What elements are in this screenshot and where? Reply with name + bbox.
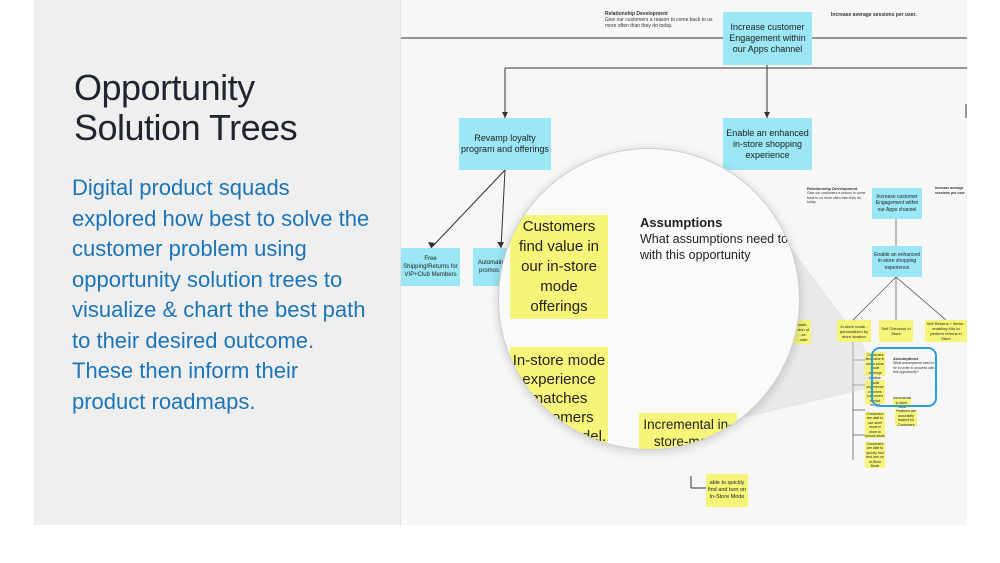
magnified-sticky-value[interactable]: Customers find value in our in-store mod… [510, 215, 608, 319]
root-node[interactable]: Increase customer Engagement within our … [723, 12, 812, 65]
board-header-label: Relationship Development [605, 11, 668, 17]
mini-header-label: Relationship Development [807, 186, 858, 191]
slide-description: Digital product squads explored how best… [72, 175, 370, 414]
highlight-ring [871, 347, 937, 407]
mini-assumptions-heading: Assumptions [893, 356, 919, 361]
board-metric-label: Increase average sessions per user. [831, 12, 917, 18]
mini-root-node[interactable]: Increase customer Engagement within our … [872, 188, 922, 219]
mini-opportunity-node[interactable]: Enable an enhanced in-store shopping exp… [872, 246, 922, 277]
magnified-assumptions-text: What assumptions need to proceed with th… [640, 232, 799, 262]
mini-sticky-unlock-deals[interactable]: Customers are able to use store mode in … [865, 411, 885, 438]
opportunity-loyalty-node[interactable]: Revamp loyalty program and offerings [459, 118, 551, 170]
slide-title-line-2: Solution Trees [74, 107, 298, 148]
mini-sticky-tracked[interactable]: Features are accurately tracked for Cust… [895, 409, 917, 427]
mini-header-text: Give our customers a reason to come back… [807, 191, 866, 204]
solution-shipping-node[interactable]: Free Shipping/Returns for VIP+Club Membe… [401, 248, 460, 286]
left-panel: Opportunity Solution Trees Digital produ… [34, 0, 400, 525]
slide-title: Opportunity Solution Trees [74, 67, 298, 148]
mini-solution-instore-mode[interactable]: In-store mode - personalized by store lo… [837, 320, 871, 342]
mini-solution-self-checkout[interactable]: Self Checkout In Store [879, 320, 913, 342]
magnified-assumptions-heading: Assumptions [640, 215, 723, 230]
sticky-find-instore-mode[interactable]: able to quickly find and turn on In-Stor… [706, 474, 748, 507]
magnified-sticky-experience[interactable]: In-store mode experience matches custome… [510, 347, 608, 449]
mini-solution-self-returns[interactable]: Self Returns + Items - enabling Kits to … [925, 320, 967, 342]
whiteboard-canvas[interactable]: Relationship Development Give our custom… [400, 0, 967, 525]
mini-assumptions-text: What assumptions need to be in order to … [893, 361, 935, 374]
mini-sticky-incremental[interactable]: Incremental in-store-mode [892, 396, 912, 410]
mini-metric-label: Increase average sessions per user. [935, 186, 966, 195]
magnifier-lens: Customers find value in our in-store mod… [498, 148, 800, 450]
opportunity-instore-node[interactable]: Enable an enhanced in-store shopping exp… [723, 118, 812, 170]
magnified-sticky-incremental[interactable]: Incremental in-store-mode [639, 413, 737, 449]
board-header-text: Give our customers a reason to come back… [605, 17, 713, 29]
slide-title-line-1: Opportunity [74, 67, 255, 108]
mini-sticky-find-mode[interactable]: Customers are able to quickly find and t… [865, 441, 885, 468]
